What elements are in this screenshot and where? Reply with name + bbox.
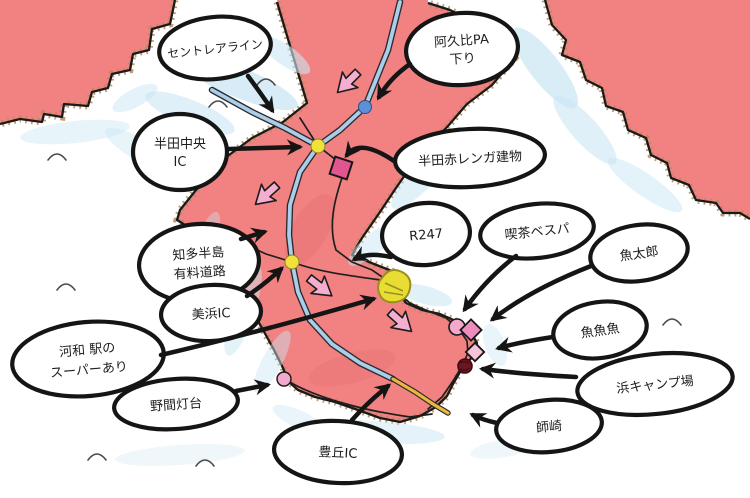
- label-bubble-uotaro: 魚太郎: [588, 222, 690, 284]
- bubble-outline: [271, 418, 405, 486]
- bubble-text: 知多半島: [172, 244, 225, 264]
- coastline: [543, 0, 750, 220]
- arrow-hama-camp: [478, 362, 579, 380]
- label-bubble-vespa: 喫茶ベスパ: [478, 201, 596, 261]
- bubble-text: 魚太郎: [619, 244, 660, 264]
- coastline: [0, 0, 177, 126]
- arrow-morozaki: [469, 412, 500, 428]
- land-texture: [308, 349, 396, 387]
- leader-arrows: [158, 61, 594, 428]
- bubble-outline: [403, 10, 521, 88]
- land-fill: [545, 0, 750, 219]
- noma-lighthouse-marker: [276, 371, 292, 387]
- bubble-outline: [494, 397, 604, 455]
- wave-icon: [208, 100, 228, 108]
- bubble-text: 魚魚魚: [580, 321, 621, 341]
- bubble-text: スーパーあり: [50, 360, 129, 382]
- label-bubbles: セントレアライン 阿久比PA 下り 半田中央 IC 半田赤レンガ建物 R247 …: [10, 10, 735, 486]
- local-road: [287, 380, 433, 418]
- wave-icon: [47, 153, 67, 161]
- arrow-vespa: [462, 253, 519, 313]
- label-bubble-agui-pa: 阿久比PA 下り: [403, 10, 521, 88]
- bubble-outline: [575, 350, 735, 418]
- arrow-handa-chuo: [226, 139, 304, 156]
- agui-pa-marker: [358, 100, 372, 114]
- bubble-text: 喫茶ベスパ: [504, 221, 571, 244]
- bubble-outline: [478, 201, 596, 261]
- mihama-ic-marker: [284, 254, 300, 270]
- wave-icon: [662, 318, 682, 326]
- bubble-outline: [112, 376, 240, 432]
- label-bubble-chita-toll: 知多半島 有料道路: [136, 221, 262, 305]
- arrow-uotaro: [489, 263, 594, 322]
- hama-camp-marker: [457, 358, 473, 374]
- kowa-highlight-marker: [377, 269, 412, 304]
- local-road: [291, 261, 389, 282]
- arrow-gyogyogyo: [495, 334, 556, 353]
- bubble-text: 半田中央: [154, 137, 206, 152]
- land-texture: [284, 194, 336, 266]
- bubble-outline: [130, 111, 230, 193]
- bubble-text: R247: [409, 227, 444, 245]
- bubble-text: IC: [174, 155, 187, 170]
- label-bubble-akarenga: 半田赤レンガ建物: [392, 126, 548, 190]
- arrow-agui-pa: [376, 61, 413, 101]
- label-bubble-centrair: セントレアライン: [157, 14, 273, 82]
- wave-icon: [56, 283, 76, 291]
- bubble-text: 有料道路: [173, 263, 226, 283]
- bubble-text: 下り: [449, 51, 476, 68]
- akarenga-marker: [328, 155, 354, 181]
- bubble-text: 阿久比PA: [434, 32, 490, 51]
- orange-road: [391, 377, 450, 415]
- label-bubble-hama-camp: 浜キャンプ場: [575, 350, 735, 418]
- arrow-toyooka: [349, 383, 392, 423]
- label-bubble-toyooka: 豊丘IC: [271, 418, 405, 486]
- centrair-line-road: [210, 88, 320, 148]
- label-bubble-gyogyogyo: 魚魚魚: [551, 299, 649, 361]
- wave-icon: [87, 453, 107, 461]
- label-bubble-handa-chuo: 半田中央 IC: [130, 111, 230, 193]
- landmass-northwest: [0, 0, 179, 128]
- arrow-chita-toll: [238, 227, 268, 244]
- label-bubble-morozaki: 師崎: [494, 397, 604, 455]
- arrow-akarenga: [344, 140, 397, 164]
- bubble-text: 半田赤レンガ建物: [418, 149, 523, 169]
- label-bubble-noma: 野間灯台: [112, 376, 240, 432]
- label-bubble-kowa: 河和 駅の スーパーあり: [10, 319, 166, 399]
- gyogyogyo-marker: [464, 341, 486, 363]
- label-bubble-r247: R247: [379, 200, 473, 268]
- bubble-text: 豊丘IC: [318, 445, 358, 462]
- bubble-outline: [588, 222, 690, 284]
- bubble-text: 師崎: [536, 419, 563, 436]
- arrow-noma: [233, 379, 271, 396]
- map-markers: [276, 100, 486, 387]
- arrow-kowa: [158, 294, 377, 358]
- bubble-text: 河和 駅の: [59, 341, 116, 361]
- bubble-text: 野間灯台: [150, 396, 203, 415]
- landmass-northeast: [541, 0, 750, 223]
- land-fill: [0, 0, 175, 124]
- bubble-text: 美浜IC: [191, 306, 231, 323]
- uotaro-marker: [459, 318, 483, 342]
- arrow-r247: [351, 246, 394, 262]
- handa-chuo-ic-marker: [310, 138, 326, 154]
- arrow-centrair: [245, 73, 275, 114]
- arrow-mihama: [244, 266, 284, 299]
